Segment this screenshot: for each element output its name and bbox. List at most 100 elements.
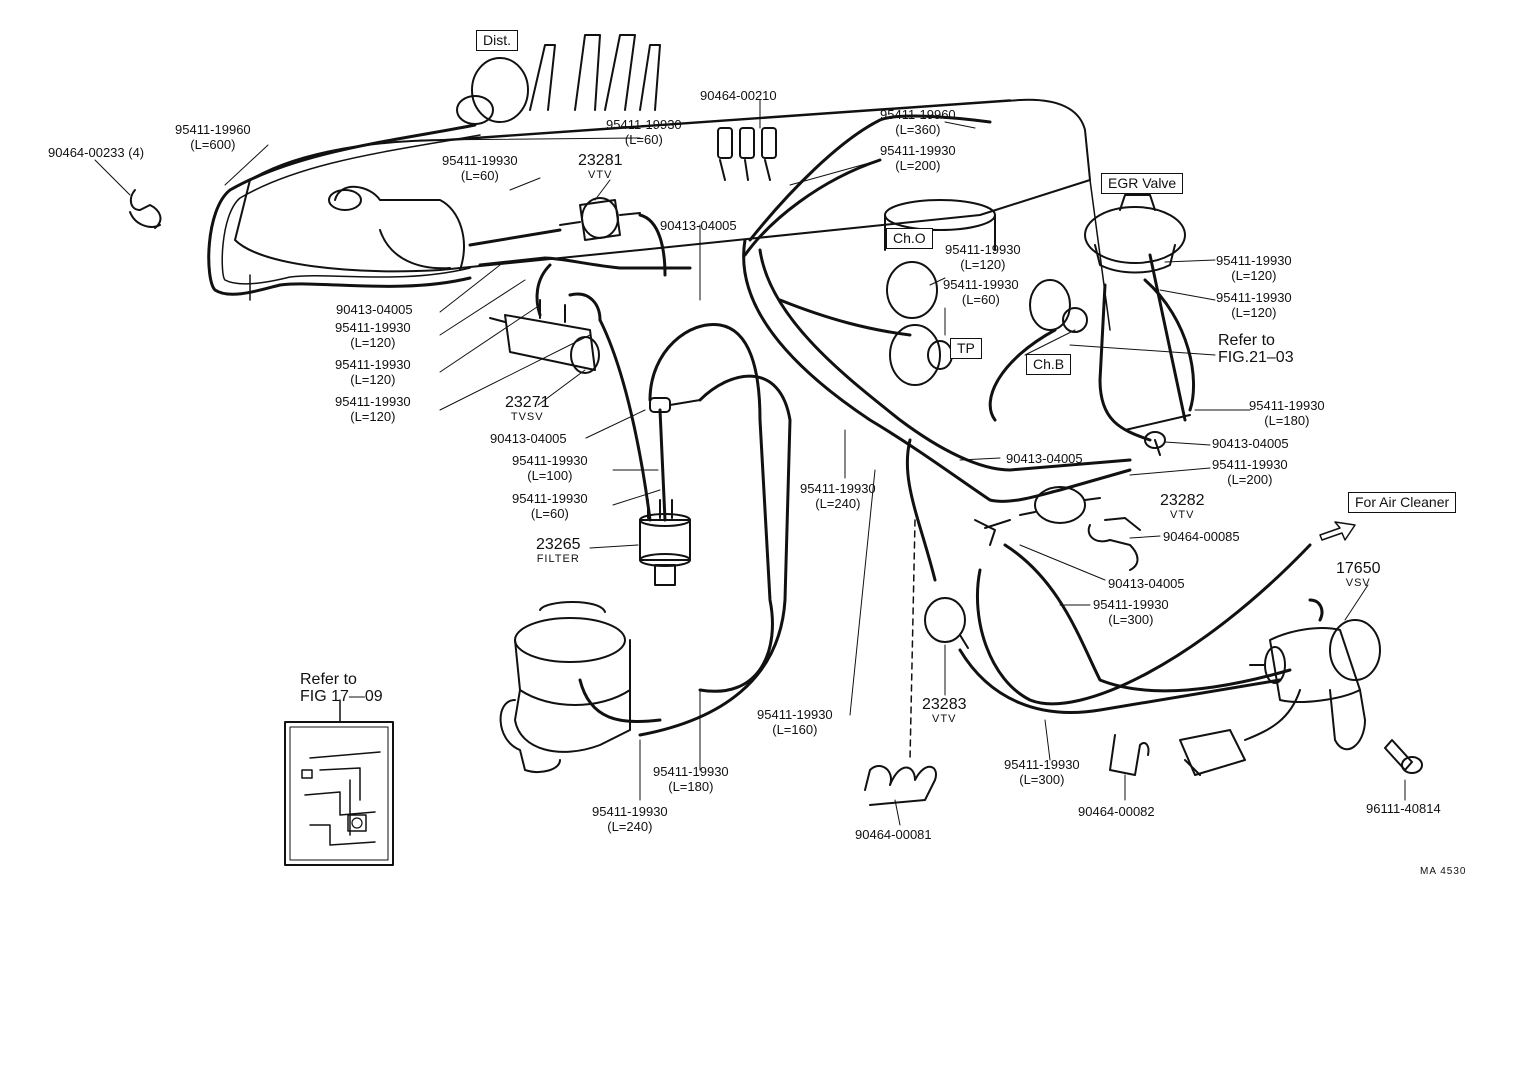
hose-l240-low-len: (L=240) — [607, 819, 653, 834]
hose-l120-cho-pn: 95411-19930 — [945, 242, 1021, 257]
hose-l100-label: 95411-19930 (L=100) — [512, 453, 588, 483]
vtv-23281-number: 23281 — [578, 152, 623, 169]
hose-l100-pn: 95411-19930 — [512, 453, 588, 468]
hose-l60-filter-label: 95411-19930 (L=60) — [512, 491, 588, 521]
refer-fig-17-line2: FIG 17—09 — [300, 688, 383, 705]
hose-filter-b — [658, 408, 667, 522]
hose-l60-a-label: 95411-19930 (L=60) — [606, 117, 682, 147]
vtv-23281-name: VTV — [588, 169, 613, 181]
hose-l180-low-len: (L=180) — [668, 779, 714, 794]
hose-l600-label: 95411-19960 (L=600) — [175, 122, 251, 152]
vtv-23283-label: 23283 VTV — [922, 696, 967, 725]
intake-elbow — [328, 185, 465, 271]
hose-l120-c-label: 95411-19930 (L=120) — [335, 394, 411, 424]
hose-l300-a-pn: 95411-19930 — [1093, 597, 1169, 612]
tee-90413-04005-left-label: 90413-04005 — [336, 302, 413, 317]
hose-l360-pn: 95411-19960 — [880, 107, 956, 122]
egr-valve-label: EGR Valve — [1101, 173, 1184, 194]
tvsv-23271-body — [489, 299, 600, 374]
hose-l300-a-label: 95411-19930 (L=300) — [1093, 597, 1169, 627]
hose-l120-c-len: (L=120) — [350, 409, 396, 424]
refer-fig-17-09: Refer to FIG 17—09 — [300, 671, 383, 705]
hose-l60-filter-pn: 95411-19930 — [512, 491, 588, 506]
hose-l240-low-pn: 95411-19930 — [592, 804, 668, 819]
fig-17-09-inset — [284, 699, 394, 866]
hose-tvsv-c — [638, 213, 667, 277]
vsv-connector — [1179, 729, 1246, 776]
hose-l360 — [748, 114, 992, 242]
ch-b-diaphragm — [1029, 279, 1088, 333]
hose-l60-filter-len: (L=60) — [530, 506, 569, 521]
hose-loop-right — [638, 374, 792, 737]
hose-l160-len: (L=160) — [772, 722, 818, 737]
hose-l360-label: 95411-19960 (L=360) — [880, 107, 956, 137]
hose-l180-low-pn: 95411-19930 — [653, 764, 729, 779]
bolt-96111-40814-label: 96111-40814 — [1366, 801, 1441, 816]
hose-l300-b-len: (L=300) — [1019, 772, 1065, 787]
tee-90413-04005-top-label: 90413-04005 — [660, 218, 737, 233]
hose-l120-egr2-label: 95411-19930 (L=120) — [1216, 290, 1292, 320]
hose-l200-right-len: (L=200) — [1227, 472, 1273, 487]
clip-90464-00085-shape — [1087, 517, 1141, 571]
hose-l60-cho-label: 95411-19930 (L=60) — [943, 277, 1019, 307]
hose-l180-low-label: 95411-19930 (L=180) — [653, 764, 729, 794]
hose-l300-a — [1003, 543, 1292, 693]
hose-l120-cho-label: 95411-19930 (L=120) — [945, 242, 1021, 272]
tp-label: TP — [950, 338, 982, 359]
tee-90413-04005-right-label: 90413-04005 — [1212, 436, 1289, 451]
hose-l100-len: (L=100) — [527, 468, 573, 483]
vtv-23282-number: 23282 — [1160, 492, 1205, 509]
dist-label: Dist. — [476, 30, 518, 51]
hose-main-c — [778, 298, 912, 337]
hose-l200-top-pn: 95411-19930 — [880, 143, 956, 158]
tvsv-23271-name: TVSV — [510, 411, 544, 423]
tvsv-23271-number: 23271 — [505, 394, 550, 411]
ch-b-label: Ch.B — [1026, 354, 1072, 375]
hose-l60-b-pn: 95411-19930 — [442, 153, 518, 168]
tee-90413-04005-filter-label: 90413-04005 — [490, 431, 567, 446]
hose-l60-b-label: 95411-19930 (L=60) — [442, 153, 518, 183]
hose-l60-b-len: (L=60) — [460, 168, 499, 183]
vtv-23283-name: VTV — [932, 713, 957, 725]
vtv-23283-number: 23283 — [922, 696, 967, 713]
hose-l120-egr1-label: 95411-19930 (L=120) — [1216, 253, 1292, 283]
hose-tvsv-a — [468, 228, 562, 247]
hose-l200-top — [743, 158, 882, 257]
hose-l200-right-label: 95411-19930 (L=200) — [1212, 457, 1288, 487]
hose-l240-mid-label: 95411-19930 (L=240) — [800, 481, 876, 511]
hose-egr-c — [1098, 283, 1152, 442]
clip-90464-00210-label: 90464-00210 — [700, 88, 777, 103]
hose-l120-c-pn: 95411-19930 — [335, 394, 411, 409]
hose-l240-mid-pn: 95411-19930 — [800, 481, 876, 496]
hose-l120-egr2-pn: 95411-19930 — [1216, 290, 1292, 305]
refer-fig-21-line2: FIG.21–03 — [1218, 349, 1294, 366]
distributor-diaphragm — [456, 57, 529, 125]
tee-90413-04005-mid-label: 90413-04005 — [1006, 451, 1083, 466]
hose-dashed — [909, 519, 916, 761]
vtv-23282-name: VTV — [1170, 509, 1195, 521]
filter-23265-number: 23265 — [536, 536, 581, 553]
hose-l120-a-pn: 95411-19930 — [335, 320, 411, 335]
clip-90464-00082-shape — [1109, 734, 1150, 776]
egr-valve-body — [1084, 194, 1186, 274]
hose-l120-egr1-pn: 95411-19930 — [1216, 253, 1292, 268]
charcoal-canister — [499, 601, 631, 773]
hose-l180-right-label: 95411-19930 (L=180) — [1249, 398, 1325, 428]
hose-l600-len: (L=600) — [190, 137, 236, 152]
hose-l360-len: (L=360) — [895, 122, 941, 137]
hose-l600 — [207, 123, 477, 296]
vtv-23281-label: 23281 VTV — [578, 152, 623, 181]
hose-l120-a-label: 95411-19930 (L=120) — [335, 320, 411, 350]
refer-fig-17-line1: Refer to — [300, 671, 357, 688]
hose-l300-b-label: 95411-19930 (L=300) — [1004, 757, 1080, 787]
hose-l240-low-label: 95411-19930 (L=240) — [592, 804, 668, 834]
hose-l200-top-len: (L=200) — [895, 158, 941, 173]
clip-90464-00081-shape — [864, 765, 937, 806]
hose-l600-inner — [221, 134, 481, 285]
hose-l120-b-len: (L=120) — [350, 372, 396, 387]
hose-l300-a-len: (L=300) — [1108, 612, 1154, 627]
hose-l180-right-len: (L=180) — [1264, 413, 1310, 428]
vsv-wire — [1244, 689, 1301, 741]
